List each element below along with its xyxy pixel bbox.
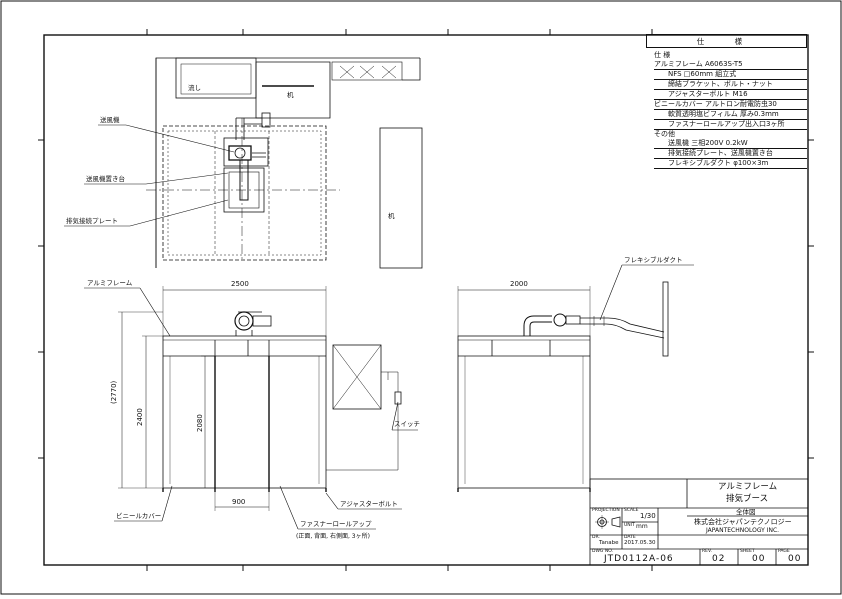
spec-line: アジャスターボルト M16 — [654, 90, 807, 100]
spec-line: その他 — [654, 130, 675, 138]
spec-line: 排気接続プレート、送風機置き台 — [654, 149, 807, 159]
scale-label: SCALE — [624, 508, 639, 513]
rev-label: REV. — [702, 549, 712, 554]
dim-side-width: 2000 — [510, 280, 528, 288]
spec-line: NFS □60mm 組立式 — [654, 70, 807, 80]
drawing-type: 全体図 — [736, 508, 756, 516]
front-elevation — [118, 286, 402, 511]
label-blower: 送風機 — [100, 115, 120, 124]
label-adjuster-bolt: アジャスターボルト — [340, 499, 398, 508]
inner-border — [43, 34, 809, 566]
company-name-jp: 株式会社ジャパンテクノロジー — [694, 518, 792, 526]
front-frame — [162, 335, 327, 489]
spec-line: ファスナーロールアップ出入口3ヶ所 — [654, 120, 807, 130]
dim-door-width: 900 — [232, 498, 245, 506]
dim-door-height: 2080 — [196, 414, 204, 432]
dim-frame-height: 2400 — [136, 408, 144, 426]
label-fastener-note: (正面, 背面, 右側面, 3ヶ所) — [296, 532, 370, 540]
front-dimension-labels: 2500 (2770) 2400 2080 900 — [110, 280, 249, 506]
side-panel-x — [332, 344, 382, 410]
desk-right-shape — [379, 127, 423, 269]
spec-header: 仕 様 — [646, 34, 807, 48]
dwg-number: JTD0112A-06 — [604, 554, 674, 564]
side-elevation — [457, 281, 669, 492]
unit-label: UNIT — [624, 523, 635, 528]
label-vinyl-cover: ビニールカバー — [116, 511, 161, 520]
side-frame — [457, 335, 591, 489]
product-name-line1: アルミフレーム — [718, 482, 778, 492]
dr-label: DR. — [592, 535, 600, 540]
spec-title: 仕 様 — [654, 51, 671, 59]
label-blower-stand: 送風機置き台 — [86, 174, 125, 183]
dim-total-height: (2770) — [110, 380, 118, 404]
title-block — [589, 478, 809, 566]
product-name-line2: 排気ブース — [726, 494, 769, 504]
page-label: PAGE — [778, 549, 790, 554]
sheet-value: 00 — [752, 554, 766, 564]
label-switch: スイッチ — [394, 420, 420, 428]
spec-line: 送風機 三相200V 0.2kW — [654, 139, 807, 149]
blower-stand-box — [223, 167, 265, 213]
plan-view — [146, 57, 423, 269]
spec-line: フレキシブルダクト φ100×3m — [654, 159, 807, 169]
rev-value: 02 — [712, 554, 726, 564]
spec-line: 軟質透明塩ビフィルム 厚み0.3mm — [654, 110, 807, 120]
date-label: DATE — [624, 535, 636, 540]
spec-table: 仕 様 仕 様 アルミフレーム A6063S-T5 NFS □60mm 組立式 … — [646, 34, 807, 169]
dim-front-width: 2500 — [231, 280, 249, 288]
desk-top-shape — [255, 61, 331, 119]
label-flexible-duct: フレキシブルダクト — [624, 255, 683, 264]
blower-box — [223, 137, 269, 167]
label-desk-right: 机 — [388, 211, 395, 220]
date-value: 2017.05.30 — [624, 540, 656, 546]
label-aluminum-frame: アルミフレーム — [87, 279, 133, 287]
dwg-label: DWG NO. — [592, 549, 613, 554]
dr-value: Tanabe — [599, 540, 619, 546]
sheet-label: SHEET — [740, 549, 755, 554]
zone-ticks — [38, 29, 814, 571]
spec-line: アルミフレーム A6063S-T5 — [654, 60, 807, 70]
label-sink: 流し — [188, 83, 201, 92]
projection-label: PROJECTION — [592, 508, 620, 513]
spec-line: 締結ブラケット、ボルト・ナット — [654, 80, 807, 90]
unit-value: mm — [636, 523, 648, 530]
company-name-en: JAPANTECHNOLOGY INC. — [706, 527, 780, 534]
spec-line: ビニールカバー アルトロン耐電防虫30 — [654, 100, 807, 110]
scale-value: 1/30 — [640, 512, 656, 520]
label-desk-top: 机 — [287, 90, 294, 99]
label-fastener: ファスナーロールアップ — [300, 520, 372, 528]
page-value: 00 — [788, 554, 802, 564]
label-exhaust-plate: 排気接続プレート — [66, 216, 118, 225]
booth-plan-outline — [162, 125, 327, 261]
